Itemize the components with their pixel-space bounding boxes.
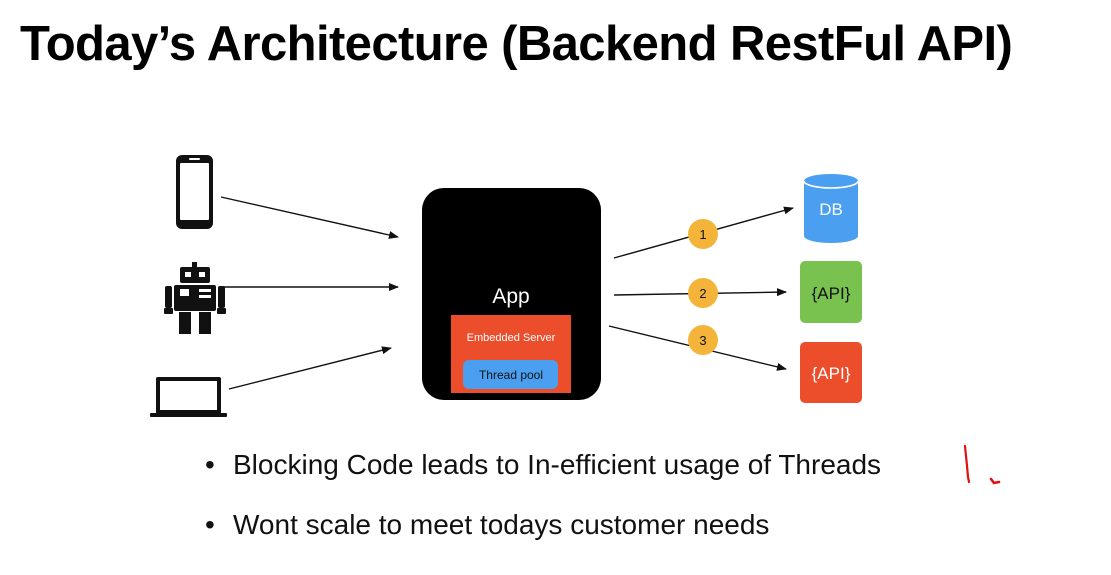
svg-text:2: 2: [699, 286, 706, 301]
bullet-item: Blocking Code leads to In-efficient usag…: [205, 448, 881, 482]
api-label-red: {API}: [812, 364, 851, 383]
app-label: App: [492, 285, 529, 308]
arrow-phone-to-app: [220, 196, 399, 239]
arrow-laptop-to-app: [228, 346, 392, 390]
laptop-icon: [150, 377, 227, 417]
db-label: DB: [819, 200, 843, 219]
robot-icon: [164, 262, 226, 334]
api-box-red: {API}: [800, 342, 862, 403]
embedded-server-label: Embedded Server: [467, 332, 556, 344]
pen-annotation: [963, 444, 1001, 485]
bullet-list: Blocking Code leads to In-efficient usag…: [205, 448, 881, 568]
svg-text:3: 3: [699, 333, 706, 348]
step-badge-3: 3: [688, 325, 718, 355]
step-badge-2: 2: [688, 278, 718, 308]
thread-pool-label: Thread pool: [479, 368, 543, 382]
slide-title: Today’s Architecture (Backend RestFul AP…: [20, 17, 1013, 71]
app-box: App Embedded Server Thread pool: [422, 188, 601, 400]
thread-pool-box: [463, 360, 558, 389]
bullet-item: Wont scale to meet todays customer needs: [205, 508, 881, 542]
api-box-green: {API}: [800, 261, 862, 323]
database-icon: DB: [803, 174, 859, 243]
api-label-green: {API}: [812, 284, 851, 303]
step-badge-1: 1: [688, 219, 718, 249]
svg-text:1: 1: [699, 227, 706, 242]
smartphone-icon: [176, 155, 213, 229]
